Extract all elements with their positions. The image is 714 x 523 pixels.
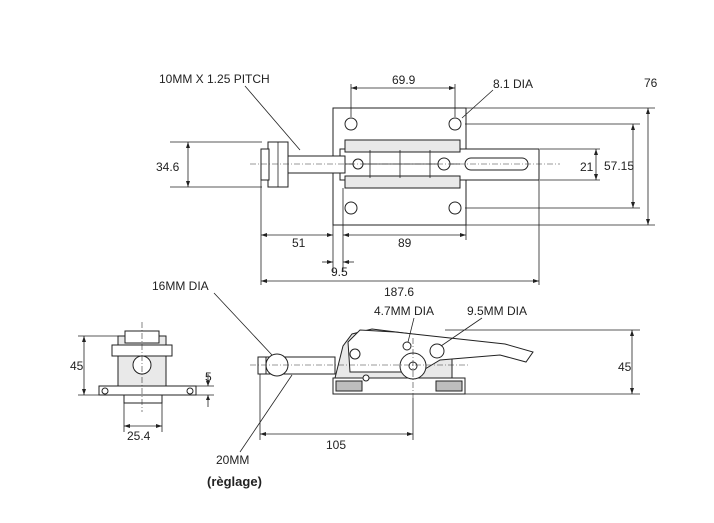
mounting-hole	[448, 201, 462, 215]
top-view-callouts: 10MM X 1.25 PITCH 8.1 DIA	[159, 72, 533, 151]
side-view-callouts: 16MM DIA 4.7MM DIA 9.5MM DIA 20MM (règla…	[152, 279, 527, 489]
dim-overall-length: 187.6	[384, 285, 414, 299]
callout-thread: 10MM X 1.25 PITCH	[159, 72, 270, 86]
callout-spindle-dia: 16MM DIA	[152, 279, 209, 293]
clamp-arm	[344, 175, 461, 189]
side-view-dimensions: 45 105	[259, 329, 640, 452]
dim-base-thickness: 5	[205, 370, 212, 384]
callout-adjustment-note: (règlage)	[207, 474, 262, 489]
mounting-hole	[344, 117, 358, 131]
top-view-dimensions: 69.9 34.6 21 57.15 76 51 89 9.5 187	[156, 73, 658, 299]
callout-adjustment: 20MM	[216, 453, 249, 467]
dim-side-height: 45	[618, 360, 632, 374]
dim-offset: 9.5	[331, 265, 348, 279]
dim-end-height: 45	[70, 359, 84, 373]
dim-hole-row-spacing: 57.15	[604, 159, 634, 173]
dim-slot-width: 21	[580, 160, 594, 174]
dim-overall-height: 76	[644, 76, 658, 90]
callout-hole-dia: 8.1 DIA	[493, 77, 533, 91]
mounting-hole	[344, 201, 358, 215]
end-view-dimensions: 45 5 25.4	[70, 335, 214, 443]
dim-body-length: 89	[398, 236, 412, 250]
top-view	[170, 84, 655, 285]
callout-pin-small: 4.7MM DIA	[374, 304, 434, 318]
dim-plate-height: 34.6	[156, 160, 180, 174]
dim-spindle-projection: 51	[292, 236, 306, 250]
side-view	[250, 328, 534, 398]
clamp-arm	[344, 139, 461, 153]
end-base	[98, 385, 197, 396]
spindle-tip	[260, 148, 270, 181]
callout-pin-large: 9.5MM DIA	[467, 304, 527, 318]
mounting-hole	[448, 117, 462, 131]
dim-side-length: 105	[326, 438, 346, 452]
end-view	[98, 322, 197, 412]
dim-base-width: 25.4	[127, 429, 151, 443]
dim-hole-spacing: 69.9	[392, 73, 416, 87]
